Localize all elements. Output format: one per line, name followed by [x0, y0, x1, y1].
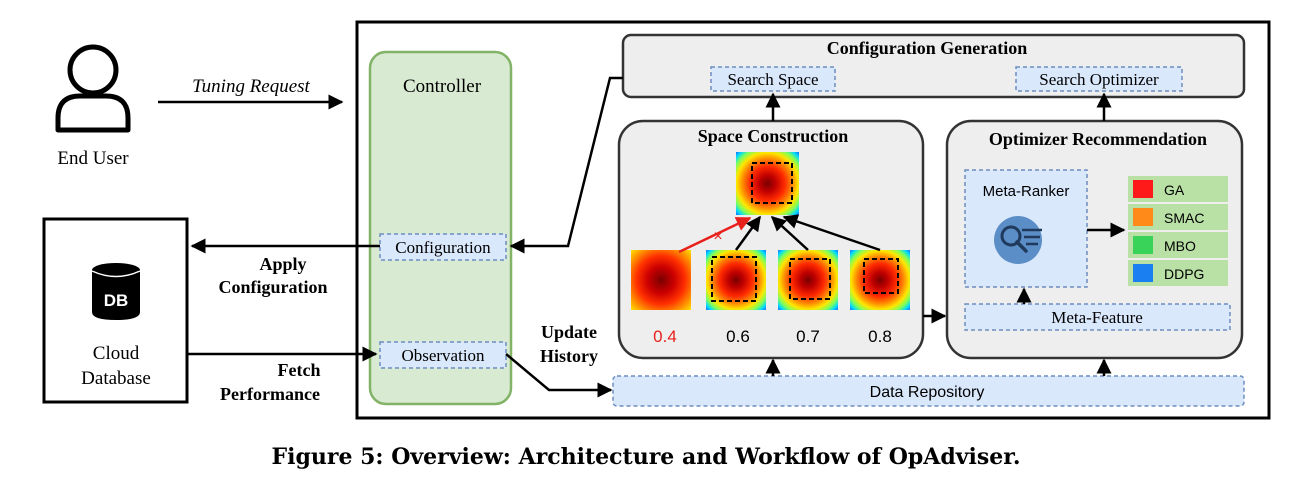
user-icon: [55, 44, 131, 133]
fetch-label-line2: Performance: [220, 384, 320, 404]
score-3: 0.7: [796, 327, 820, 346]
candidate-heatmap-3: [778, 250, 838, 310]
fetch-label-line1: Fetch: [278, 360, 321, 380]
optimizer-recommendation-title: Optimizer Recommendation: [989, 129, 1207, 149]
optimizer-swatch-smac: [1133, 208, 1153, 226]
data-repository-node: [612, 375, 1245, 407]
candidate-heatmap-1: [631, 250, 691, 310]
database-icon-text: DB: [104, 291, 129, 310]
observation-node-label: Observation: [401, 346, 485, 365]
space-construction-title: Space Construction: [698, 126, 849, 146]
search-space-label: Search Space: [727, 70, 818, 89]
merge-arrow-2: [734, 215, 762, 251]
generation-to-configuration-arrow: [509, 76, 623, 254]
candidate-heatmap-2: [706, 250, 766, 310]
space-construction-box: [617, 119, 925, 360]
meta-feature-label: Meta-Feature: [1051, 308, 1143, 327]
optimizer-label-ga: GA: [1164, 182, 1185, 198]
ranker-search-icon: [994, 216, 1042, 264]
figure-caption: Figure 5: Overview: Architecture and Wor…: [271, 444, 1021, 470]
architecture-diagram: End User Tuning Request DB Cloud Databas…: [42, 20, 1271, 420]
cloud-database-line1: Cloud: [93, 343, 140, 364]
search-space-node: [710, 66, 836, 92]
candidate-heatmap-4: [850, 250, 910, 310]
controller-box: [368, 50, 513, 406]
rejected-mark: ×: [713, 228, 722, 245]
observation-node: [379, 341, 507, 369]
optimizer-label-ddpg: DDPG: [1164, 266, 1204, 282]
score-2: 0.6: [726, 327, 750, 346]
update-history-arrow: [505, 353, 613, 398]
data-repository-label: Data Repository: [870, 384, 985, 401]
apply-label-line2: Configuration: [218, 277, 327, 297]
meta-ranker-label: Meta-Ranker: [983, 183, 1070, 200]
merge-arrow-4: [782, 214, 881, 252]
tuning-request-label: Tuning Request: [192, 76, 310, 97]
update-label-line2: History: [540, 346, 598, 366]
score-1: 0.4: [653, 327, 677, 346]
optimizer-swatch-mbo: [1133, 236, 1153, 254]
score-4: 0.8: [868, 327, 892, 346]
search-optimizer-node: [1015, 66, 1183, 92]
optimizer-list: GA SMAC MBO DDPG: [1128, 176, 1228, 286]
merged-space-heatmap: [736, 152, 799, 215]
optimizer-label-smac: SMAC: [1164, 210, 1204, 226]
update-label-line1: Update: [541, 322, 597, 342]
cloud-database-line2: Database: [81, 368, 151, 389]
end-user-label: End User: [57, 148, 129, 169]
meta-feature-node: [964, 303, 1231, 331]
database-icon: DB: [91, 263, 141, 320]
configuration-node-label: Configuration: [395, 238, 491, 257]
configuration-node: [379, 233, 507, 261]
optimizer-label-mbo: MBO: [1164, 238, 1196, 254]
configuration-generation-title: Configuration Generation: [827, 38, 1028, 58]
controller-title: Controller: [403, 76, 482, 97]
rejected-merge-arrow: [678, 216, 752, 254]
search-optimizer-label: Search Optimizer: [1039, 70, 1159, 89]
apply-label-line1: Apply: [259, 254, 306, 274]
optimizer-swatch-ddpg: [1133, 264, 1153, 282]
optimizer-swatch-ga: [1133, 180, 1153, 198]
merge-arrow-3: [770, 215, 809, 251]
